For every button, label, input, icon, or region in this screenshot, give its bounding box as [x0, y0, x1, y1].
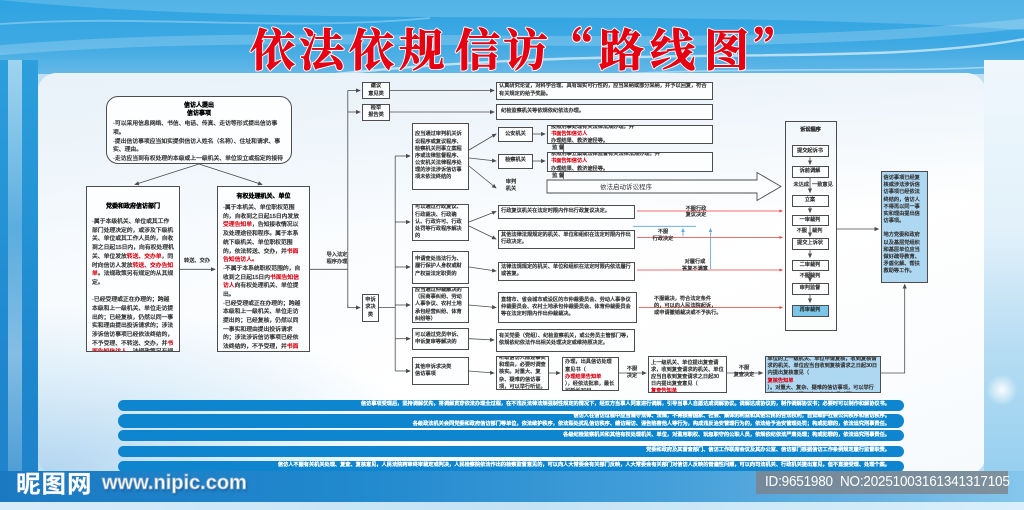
- svg-text:依法启动诉讼程序: 依法启动诉讼程序: [600, 182, 653, 191]
